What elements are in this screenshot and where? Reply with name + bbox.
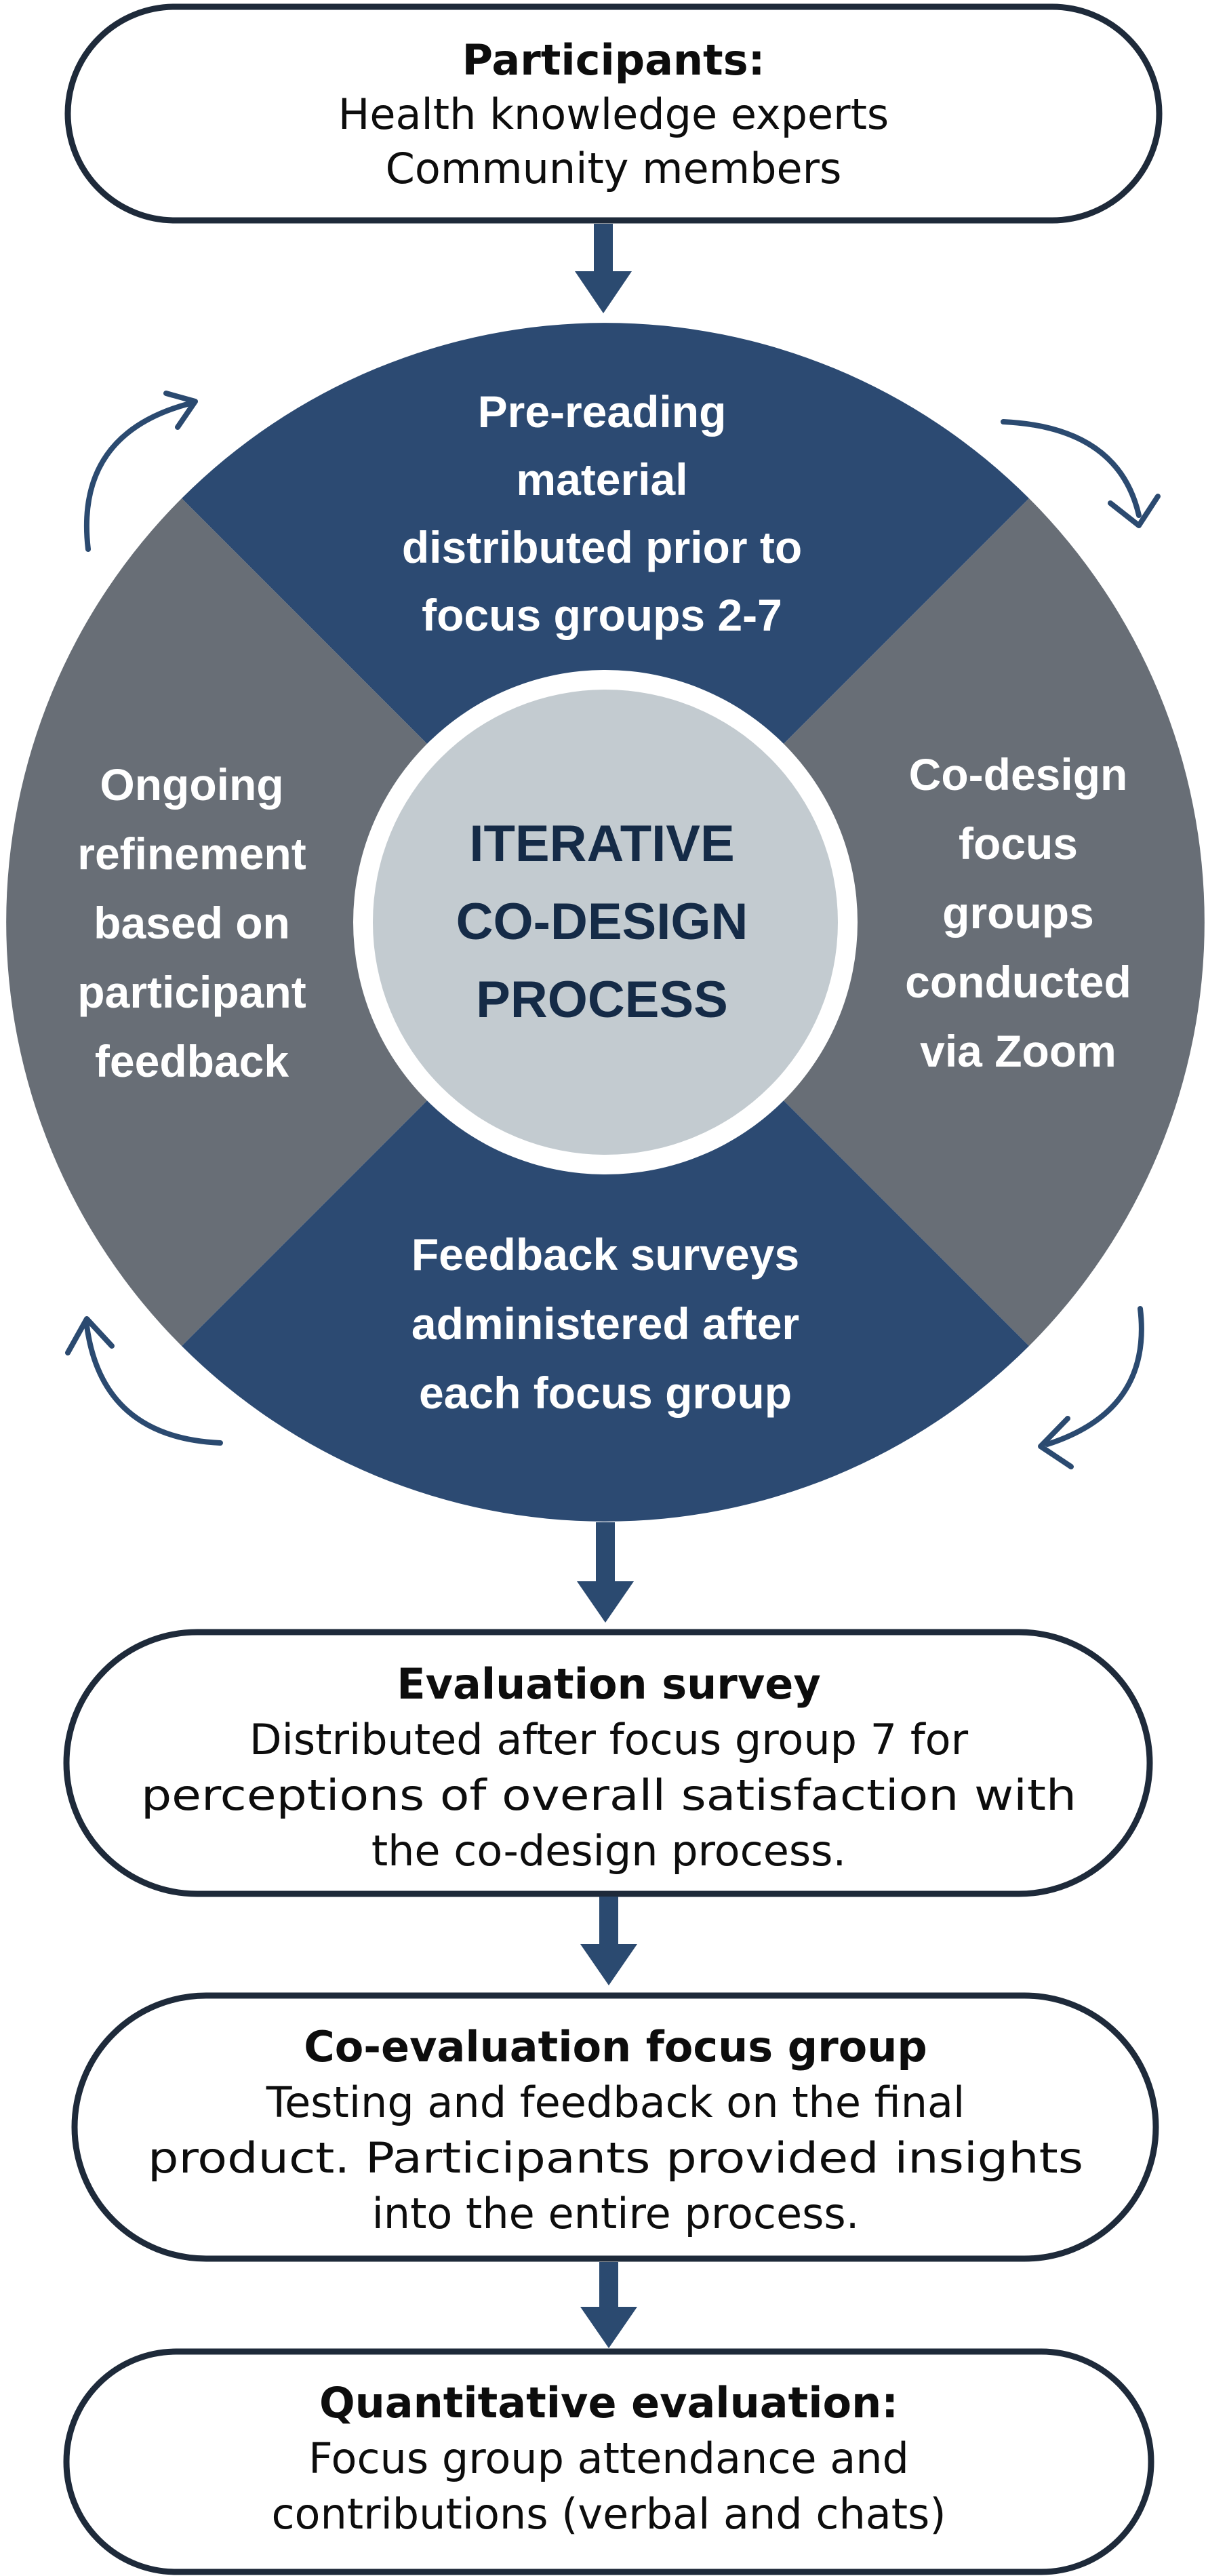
right-segment-line-3: groups: [942, 888, 1094, 938]
down-arrow-4: [580, 2262, 637, 2348]
left-segment-line-5: feedback: [95, 1036, 289, 1086]
participants-line-2: Community members: [386, 144, 842, 193]
center-circle: [373, 690, 838, 1155]
top-segment-line-1: Pre-reading: [478, 387, 727, 437]
cycle-arrows: [65, 391, 1161, 1469]
down-arrow-1: [575, 224, 632, 313]
cycle-wheel: ITERATIVE CO-DESIGN PROCESS Pre-reading …: [6, 323, 1205, 1522]
down-arrow-2: [577, 1522, 634, 1623]
co-evaluation-line-2: product. Participants provided insights: [148, 2133, 1083, 2183]
bottom-segment-line-2: administered after: [411, 1299, 799, 1349]
right-segment-line-5: via Zoom: [920, 1026, 1117, 1076]
evaluation-survey-title: Evaluation survey: [397, 1659, 821, 1709]
evaluation-survey-box: Evaluation survey Distributed after focu…: [63, 1629, 1153, 1897]
center-line-3: PROCESS: [476, 971, 728, 1029]
down-arrow-3: [580, 1897, 637, 1985]
top-segment-line-3: distributed prior to: [402, 522, 802, 572]
center-line-1: ITERATIVE: [469, 815, 734, 873]
top-segment-line-4: focus groups 2-7: [422, 590, 782, 640]
segment-bottom: [182, 922, 1029, 1522]
segment-top: [182, 323, 1029, 922]
left-segment-line-3: based on: [94, 898, 290, 948]
bottom-segment-line-1: Feedback surveys: [411, 1229, 799, 1280]
co-evaluation-line-3: into the entire process.: [372, 2189, 860, 2238]
co-evaluation-box: Co-evaluation focus group Testing and fe…: [71, 1992, 1159, 2262]
co-evaluation-line-1: Testing and feedback on the final: [266, 2078, 965, 2127]
segment-left: [6, 498, 606, 1346]
segment-right: [605, 498, 1205, 1346]
evaluation-survey-line-3: the co-design process.: [371, 1826, 846, 1876]
bottom-segment-line-3: each focus group: [419, 1368, 792, 1418]
top-segment-line-2: material: [516, 454, 687, 504]
evaluation-survey-line-1: Distributed after focus group 7 for: [249, 1715, 969, 1764]
quantitative-line-1: Focus group attendance and: [308, 2434, 909, 2483]
right-segment-line-1: Co-design: [909, 749, 1128, 799]
evaluation-survey-line-2: perceptions of overall satisfaction with: [141, 1770, 1077, 1820]
left-segment-line-2: refinement: [77, 829, 306, 879]
left-segment-line-1: Ongoing: [100, 759, 283, 810]
participants-box: Participants: Health knowledge experts C…: [64, 3, 1163, 224]
quantitative-title: Quantitative evaluation:: [319, 2378, 898, 2428]
right-segment-line-2: focus: [959, 818, 1078, 869]
left-segment-line-4: participant: [77, 967, 306, 1017]
co-evaluation-title: Co-evaluation focus group: [304, 2022, 927, 2072]
quantitative-line-2: contributions (verbal and chats): [271, 2489, 946, 2539]
curved-arrow-top-left-icon: [83, 391, 198, 552]
curved-arrow-top-right-icon: [1001, 419, 1161, 528]
participants-line-1: Health knowledge experts: [338, 90, 889, 139]
center-line-2: CO-DESIGN: [456, 893, 748, 951]
participants-title: Participants:: [462, 35, 765, 85]
curved-arrow-bottom-left-icon: [65, 1316, 223, 1446]
quantitative-evaluation-box: Quantitative evaluation: Focus group att…: [63, 2348, 1154, 2575]
curved-arrow-bottom-right-icon: [1038, 1306, 1144, 1469]
right-segment-line-4: conducted: [905, 957, 1131, 1007]
